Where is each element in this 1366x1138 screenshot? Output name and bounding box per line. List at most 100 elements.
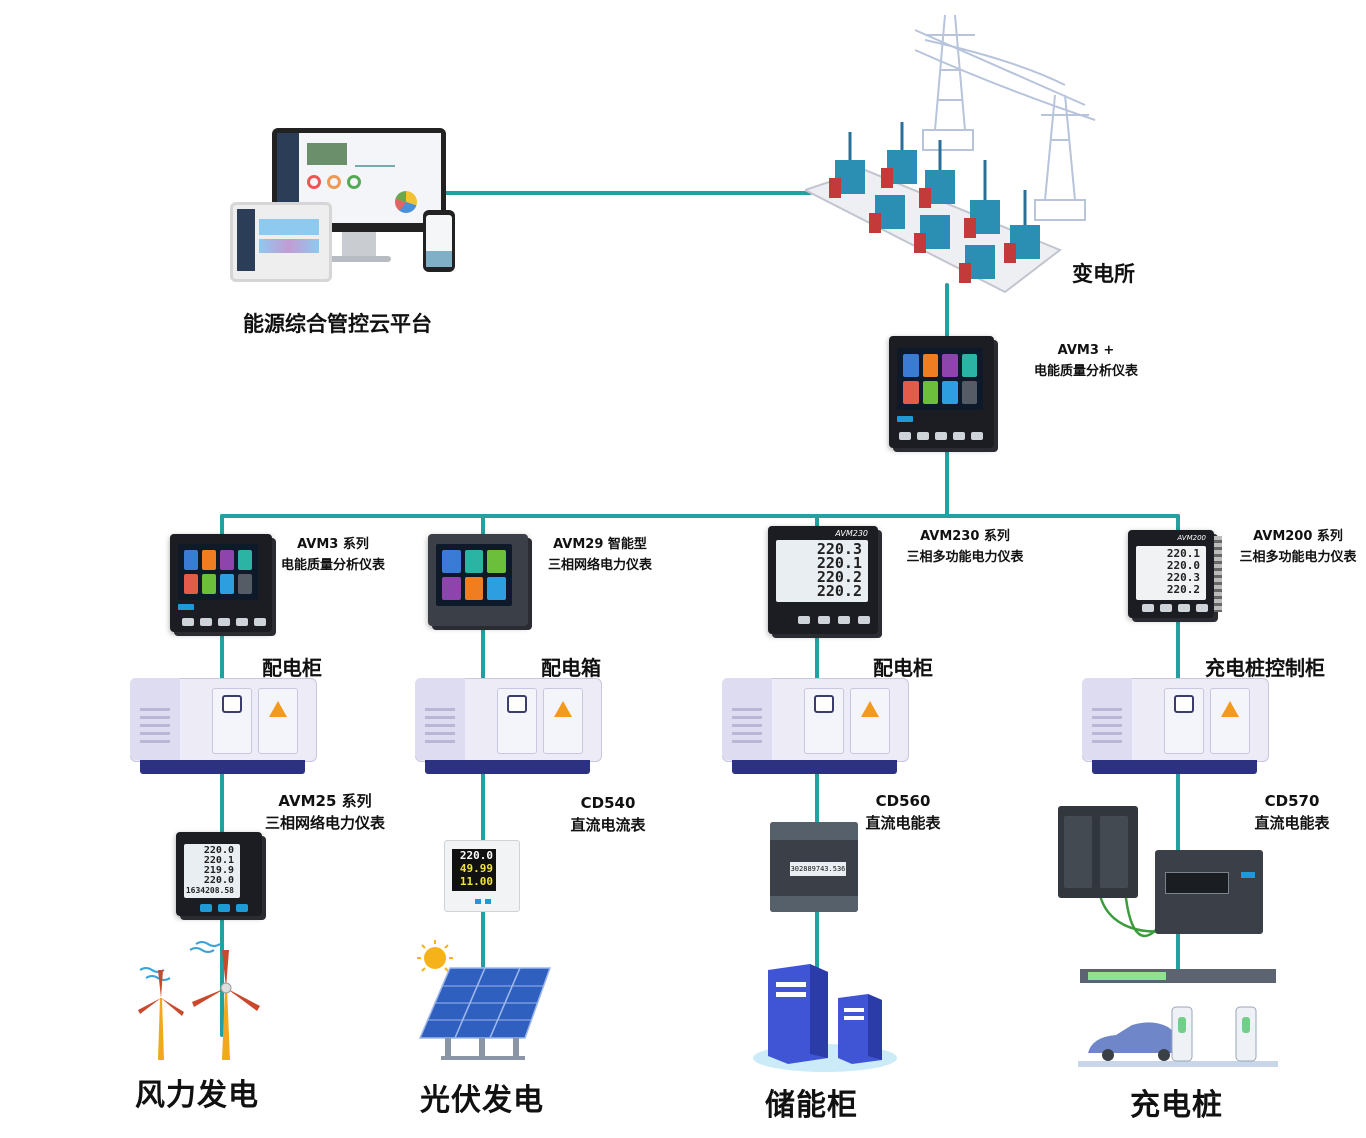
- branch-4-dc-module: [1058, 806, 1138, 898]
- sun-icon: [942, 381, 958, 404]
- branch-4-dc-meter: [1155, 850, 1263, 934]
- branch-3-cabinet-label: 配电柜: [873, 656, 933, 680]
- branch-1-meter: [170, 534, 272, 632]
- wind-turbine-icon: [130, 940, 270, 1062]
- lcd-line: 11.00: [459, 875, 493, 888]
- lcd-line: 220.0: [203, 845, 234, 856]
- branch-4-meter-desc: 三相多功能电力仪表: [1239, 550, 1357, 565]
- branch-3-dc-model: CD560: [875, 792, 931, 810]
- lcd-line: 220.1: [816, 554, 862, 572]
- lcd-line: 220.0: [1166, 559, 1200, 572]
- branch-3-dc-label: CD560 直流电能表: [862, 790, 944, 834]
- main-meter-label: AVM3 + 电能质量分析仪表: [1030, 340, 1142, 382]
- branch-2-dc-meter: 220.0 49.99 11.00: [444, 840, 520, 912]
- branch-1-dc-meter: 220.0 220.1 219.9 220.0 1634208.58: [176, 832, 262, 916]
- lcd-line: 220.2: [816, 568, 862, 586]
- branch-3-meter: AVM230 220.3 220.1 220.2 220.2: [768, 526, 878, 634]
- flame-icon: [922, 354, 938, 377]
- lcd-line: 1634208.58: [185, 886, 234, 895]
- branch-1-cabinet-label: 配电柜: [262, 656, 322, 680]
- platform-label: 能源综合管控云平台: [243, 312, 432, 336]
- main-meter-desc: 电能质量分析仪表: [1033, 364, 1138, 379]
- branch-3-meter-brand: AVM230: [835, 529, 868, 538]
- branch-2-cabinet-label: 配电箱: [541, 656, 601, 680]
- branch-1-dc-model: AVM25 系列: [278, 792, 372, 810]
- branch-2-meter-label: AVM29 智能型 三相网络电力仪表: [544, 534, 656, 576]
- lcd-line: 220.3: [816, 540, 862, 558]
- branch-2-end-label: 光伏发电: [420, 1083, 544, 1118]
- lcd-line: 219.9: [203, 865, 234, 876]
- branch-4-cabinet-label: 充电桩控制柜: [1205, 656, 1325, 680]
- branch-1-end-label: 风力发电: [135, 1078, 259, 1113]
- charging-station-icon: [1078, 965, 1278, 1069]
- main-meter-model: AVM3 +: [1057, 343, 1115, 358]
- lcd-line: 220.2: [816, 582, 862, 600]
- moon-icon: [961, 354, 977, 377]
- lcd-line: 220.3: [1166, 571, 1200, 584]
- branch-3-cabinet: [722, 678, 909, 774]
- branch-2-meter-model: AVM29 智能型: [553, 537, 647, 552]
- branch-4-meter-brand: AVM200: [1177, 534, 1206, 542]
- branch-4-dc-model: CD570: [1264, 792, 1320, 810]
- branch-3-dc-meter: 302889743.536: [770, 822, 858, 912]
- warning-icon: [269, 701, 287, 717]
- branch-1-meter-label: AVM3 系列 电能质量分析仪表: [276, 534, 390, 576]
- warning-icon: [1221, 701, 1239, 717]
- branch-4-meter-label: AVM200 系列 三相多功能电力仪表: [1236, 526, 1360, 568]
- branch-2-dc-label: CD540 直流电流表: [566, 792, 650, 836]
- branch-1-dc-desc: 三相网络电力仪表: [264, 814, 385, 832]
- substation-illustration: [802, 10, 1105, 300]
- branch-1-meter-model: AVM3 系列: [297, 537, 369, 552]
- lcd-line: 49.99: [459, 862, 493, 875]
- branch-2-meter: [428, 534, 528, 626]
- lcd-line: 220.1: [203, 855, 234, 866]
- warning-icon: [861, 701, 879, 717]
- branch-2-dc-desc: 直流电流表: [570, 816, 646, 834]
- branch-3-meter-model: AVM230 系列: [920, 529, 1010, 544]
- bar-chart-icon: [942, 354, 958, 377]
- main-meter: [889, 336, 994, 448]
- branch-2-dc-model: CD540: [580, 794, 636, 812]
- branch-4-dc-label: CD570 直流电能表: [1250, 790, 1334, 834]
- branch-4-end-label: 充电桩: [1130, 1088, 1223, 1123]
- branch-2-meter-screen: [436, 544, 512, 606]
- branch-1-dc-label: AVM25 系列 三相网络电力仪表: [262, 790, 388, 834]
- doc-icon: [903, 381, 919, 404]
- substation-label: 变电所: [1072, 262, 1135, 286]
- branch-3-meter-lcd: 220.3 220.1 220.2 220.2: [776, 540, 868, 602]
- branch-2-dc-lcd: 220.0 49.99 11.00: [452, 849, 496, 891]
- main-meter-buttons: [899, 432, 983, 440]
- solar-panel-icon: [415, 938, 555, 1064]
- gear-icon: [961, 381, 977, 404]
- lcd-line: 220.1: [1166, 547, 1200, 560]
- branch-3-meter-desc: 三相多功能电力仪表: [906, 550, 1024, 565]
- lcd-line: 220.2: [1166, 583, 1200, 596]
- phone-device: [423, 210, 455, 272]
- brand-logo: [897, 416, 913, 422]
- branch-2-cabinet: [415, 678, 602, 774]
- branch-1-meter-desc: 电能质量分析仪表: [280, 558, 385, 573]
- branch-3-end-label: 储能柜: [765, 1088, 858, 1123]
- branch-1-cabinet: [130, 678, 317, 774]
- branch-4-meter: AVM200 220.1 220.0 220.3 220.2: [1128, 530, 1222, 618]
- warning-icon: [554, 701, 572, 717]
- bolt-icon: [922, 381, 938, 404]
- branch-4-meter-lcd: 220.1 220.0 220.3 220.2: [1136, 546, 1206, 600]
- branch-4-meter-model: AVM200 系列: [1253, 529, 1343, 544]
- lcd-line: 220.0: [203, 875, 234, 886]
- branch-4-cabinet: [1082, 678, 1269, 774]
- branch-1-meter-screen: [178, 544, 258, 600]
- branch-1-dc-lcd: 220.0 220.1 219.9 220.0 1634208.58: [184, 844, 240, 898]
- branch-4-dc-desc: 直流电能表: [1254, 814, 1330, 832]
- branch-3-meter-label: AVM230 系列 三相多功能电力仪表: [904, 526, 1026, 568]
- branch-3-dc-lcd: 302889743.536: [790, 862, 846, 876]
- lcd-line: 220.0: [459, 849, 493, 862]
- main-meter-tiles: [897, 348, 983, 410]
- brand-logo: [178, 604, 194, 610]
- main-meter-screen: [897, 348, 983, 410]
- branch-2-meter-desc: 三相网络电力仪表: [547, 558, 652, 573]
- tablet-device: [230, 202, 332, 282]
- energy-storage-icon: [750, 958, 900, 1076]
- home-icon: [903, 354, 919, 377]
